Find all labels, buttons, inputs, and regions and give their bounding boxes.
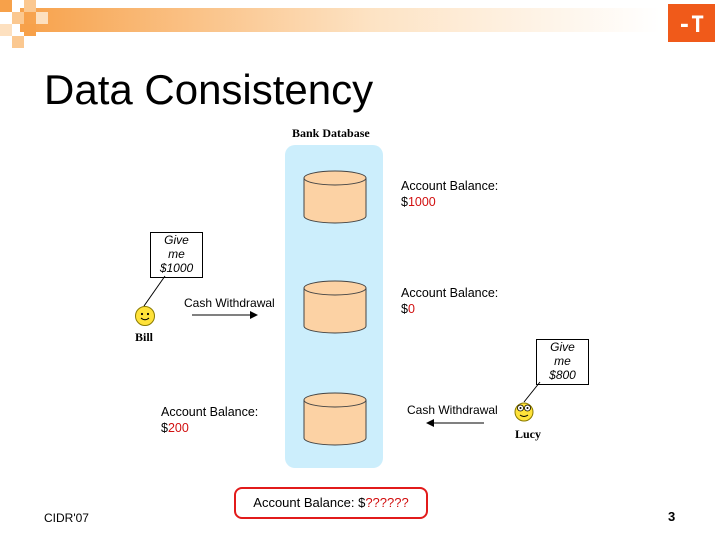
header-decoration bbox=[0, 0, 660, 48]
lucy-speech-bubble: Give me $800 bbox=[536, 339, 589, 385]
account-balance-label: Account Balance: bbox=[401, 179, 499, 193]
account-balance-3: Account Balance: $200 bbox=[161, 404, 258, 436]
account-balance-1: Account Balance: $1000 bbox=[401, 178, 498, 210]
account-balance-label: Account Balance: bbox=[161, 405, 259, 419]
speech-line: Give bbox=[550, 340, 575, 354]
footer-conference-label: CIDR'07 bbox=[44, 511, 89, 525]
lucy-speech-pointer bbox=[523, 381, 541, 403]
database-caption: Bank Database bbox=[292, 126, 370, 140]
bill-speech-pointer bbox=[143, 275, 166, 307]
speech-line: $1000 bbox=[159, 261, 194, 275]
bill-smiley-icon bbox=[135, 306, 155, 326]
speech-line: Give bbox=[164, 233, 189, 247]
arrow-right-icon bbox=[192, 311, 258, 319]
bill-speech-bubble: Give me $1000 bbox=[150, 232, 203, 278]
logo-text: -T bbox=[678, 13, 705, 38]
account-balance-2: Account Balance: $0 bbox=[401, 285, 498, 317]
database-cylinder bbox=[303, 170, 367, 224]
speech-line: me bbox=[554, 354, 571, 368]
lucy-smiley-icon bbox=[514, 402, 534, 422]
logo-icon: -T bbox=[678, 13, 705, 38]
currency-symbol: $ bbox=[401, 302, 408, 316]
final-balance-amount: ?????? bbox=[365, 495, 409, 510]
currency-symbol: $ bbox=[161, 421, 168, 435]
final-balance-label: Account Balance: $ bbox=[253, 495, 366, 510]
balance-amount: 0 bbox=[407, 302, 415, 316]
lucy-action-label: Cash Withdrawal bbox=[407, 403, 498, 417]
balance-amount: 200 bbox=[167, 421, 189, 435]
database-cylinder bbox=[303, 280, 367, 334]
account-balance-label: Account Balance: bbox=[401, 286, 499, 300]
arrow-left-icon bbox=[426, 419, 484, 427]
speech-line: $800 bbox=[549, 368, 576, 382]
speech-line: me bbox=[168, 247, 185, 261]
slide-title: Data Consistency bbox=[44, 66, 374, 113]
balance-amount: 1000 bbox=[407, 195, 436, 209]
page-number: 3 bbox=[668, 509, 676, 524]
currency-symbol: $ bbox=[401, 195, 408, 209]
lucy-name: Lucy bbox=[515, 427, 542, 441]
logo: -T bbox=[668, 4, 715, 42]
final-balance-box: Account Balance: $?????? bbox=[234, 487, 428, 519]
bill-action-label: Cash Withdrawal bbox=[184, 296, 275, 310]
bill-name: Bill bbox=[135, 330, 154, 344]
database-cylinder bbox=[303, 392, 367, 446]
